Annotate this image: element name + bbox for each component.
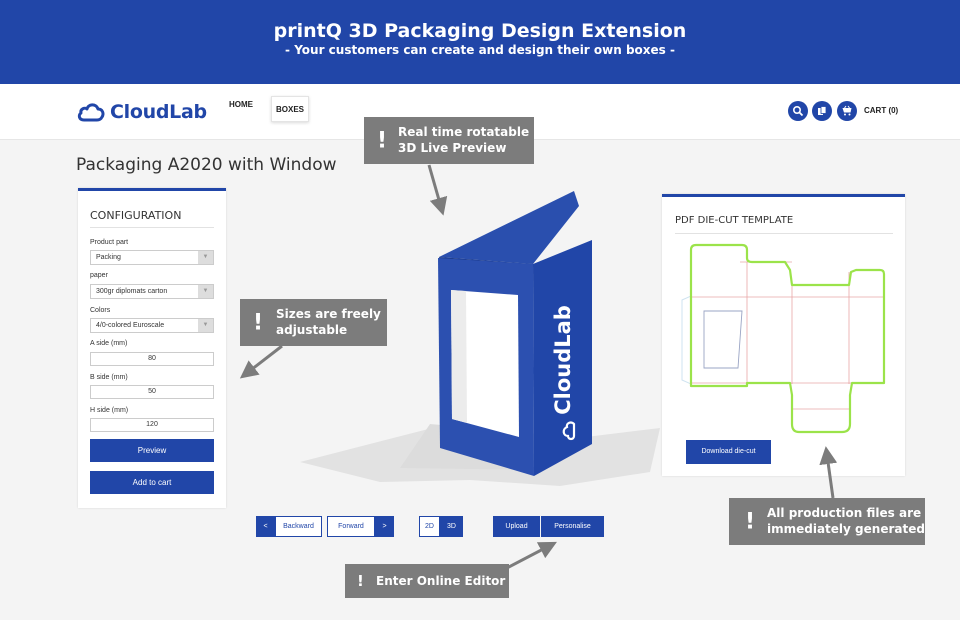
chevron-down-icon: ▼ xyxy=(198,285,213,298)
banner-subtitle: - Your customers can create and design t… xyxy=(285,43,675,57)
cart-icon[interactable] xyxy=(837,101,857,121)
prev-arrow-button[interactable]: < xyxy=(256,516,275,537)
sizes-callout-arrow xyxy=(239,344,283,379)
upload-button[interactable]: Upload xyxy=(493,516,540,537)
product-part-value: Packing xyxy=(96,254,121,261)
files-callout: ! All production files are immediately g… xyxy=(729,498,925,545)
colors-label: Colors xyxy=(90,307,111,314)
editor-callout-arrow xyxy=(504,541,557,571)
h-side-input[interactable]: 120 xyxy=(90,418,214,432)
h-side-label: H side (mm) xyxy=(90,407,129,414)
preview-callout-line1: Real time rotatable xyxy=(398,125,530,139)
files-callout-line2: immediately generated xyxy=(767,522,925,536)
pdf-title: PDF DIE-CUT TEMPLATE xyxy=(675,215,794,226)
preview-callout-arrow xyxy=(427,164,448,216)
colors-select[interactable]: 4/0-colored Euroscale ▼ xyxy=(90,318,214,333)
personalise-button[interactable]: Personalise xyxy=(541,516,604,537)
a-side-label: A side (mm) xyxy=(90,340,128,347)
sizes-callout-line2: adjustable xyxy=(276,323,348,337)
copy-icon[interactable] xyxy=(812,101,832,121)
configuration-title: CONFIGURATION xyxy=(90,209,182,222)
paper-select[interactable]: 300gr diplomats carton ▼ xyxy=(90,284,214,299)
banner-title: printQ 3D Packaging Design Extension xyxy=(273,20,687,42)
cloud-logo-icon xyxy=(77,103,105,122)
files-callout-line1: All production files are xyxy=(767,506,922,520)
mode-3d-button[interactable]: 3D xyxy=(440,516,463,537)
configuration-panel: CONFIGURATION Product part Packing ▼ pape… xyxy=(78,188,226,508)
divider xyxy=(675,233,893,234)
b-side-label: B side (mm) xyxy=(90,374,128,381)
b-side-input[interactable]: 50 xyxy=(90,385,214,399)
preview-button[interactable]: Preview xyxy=(90,439,214,462)
brand-logo[interactable]: CloudLab xyxy=(76,98,207,126)
search-icon[interactable] xyxy=(788,101,808,121)
exclamation-icon: ! xyxy=(357,572,364,590)
preview-callout-line2: 3D Live Preview xyxy=(398,141,507,155)
nav-home-link[interactable]: HOME xyxy=(229,100,253,109)
chevron-down-icon: ▼ xyxy=(198,319,213,332)
download-diecut-button[interactable]: Download die-cut xyxy=(686,440,771,464)
exclamation-icon: ! xyxy=(253,310,264,335)
pdf-diecut-panel: PDF DIE-CUT TEMPLATE Download die-cut xyxy=(662,194,905,476)
paper-value: 300gr diplomats carton xyxy=(96,288,168,295)
editor-callout: ! Enter Online Editor xyxy=(345,564,509,598)
promo-banner: printQ 3D Packaging Design Extension - Y… xyxy=(0,0,960,84)
product-part-select[interactable]: Packing ▼ xyxy=(90,250,214,265)
box-brand-text: CloudLab xyxy=(551,305,575,415)
sizes-callout-line1: Sizes are freely xyxy=(276,307,381,321)
backward-button[interactable]: Backward xyxy=(275,516,322,537)
sizes-callout: ! Sizes are freely adjustable xyxy=(240,299,387,346)
exclamation-icon: ! xyxy=(745,509,756,534)
page-title: Packaging A2020 with Window xyxy=(76,155,337,175)
cart-link[interactable]: CART (0) xyxy=(864,106,899,115)
chevron-down-icon: ▼ xyxy=(198,251,213,264)
files-callout-arrow xyxy=(819,446,838,499)
add-to-cart-button[interactable]: Add to cart xyxy=(90,471,214,494)
colors-value: 4/0-colored Euroscale xyxy=(96,322,165,329)
next-arrow-button[interactable]: > xyxy=(375,516,394,537)
paper-label: paper xyxy=(90,272,108,279)
nav-boxes-link[interactable]: BOXES xyxy=(271,96,309,122)
preview-callout: ! Real time rotatable 3D Live Preview xyxy=(364,117,534,164)
a-side-input[interactable]: 80 xyxy=(90,352,214,366)
forward-button[interactable]: Forward xyxy=(327,516,375,537)
divider xyxy=(90,227,214,228)
product-part-label: Product part xyxy=(90,239,129,246)
mode-2d-button[interactable]: 2D xyxy=(419,516,440,537)
exclamation-icon: ! xyxy=(377,128,388,153)
editor-callout-text: Enter Online Editor xyxy=(376,574,506,588)
brand-name: CloudLab xyxy=(110,101,207,123)
